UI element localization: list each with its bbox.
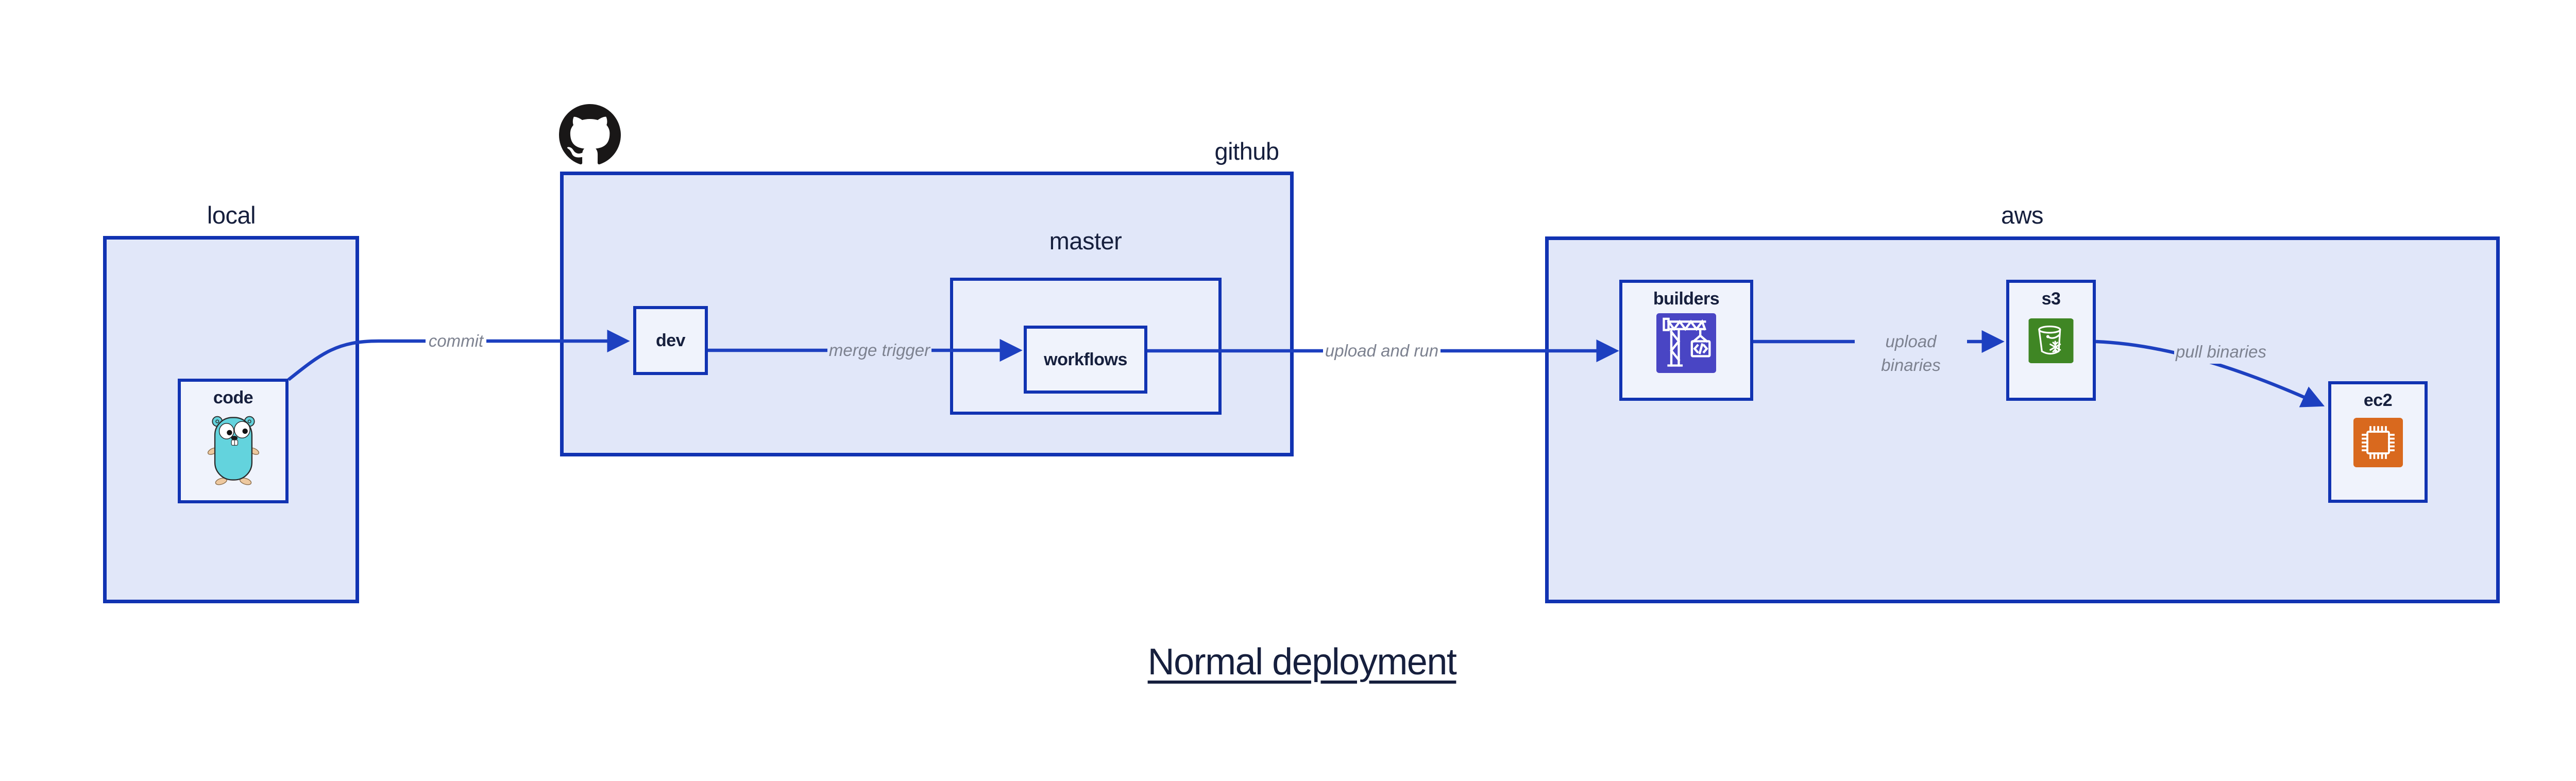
aws-group-label: aws bbox=[2001, 201, 2044, 229]
node-s3: s3 bbox=[2006, 280, 2096, 401]
edge-label-pull-binaries: pull binaries bbox=[2174, 340, 2268, 364]
edge-label-merge-trigger: merge trigger bbox=[827, 338, 931, 362]
local-group-label: local bbox=[207, 201, 256, 229]
ec2-chip-icon bbox=[2353, 418, 2403, 467]
diagram-title: Normal deployment bbox=[1147, 641, 1457, 683]
node-ec2-label: ec2 bbox=[2363, 390, 2393, 410]
node-code-label: code bbox=[213, 388, 253, 408]
s3-glacier-bucket-icon bbox=[2028, 318, 2074, 363]
node-builders-label: builders bbox=[1653, 289, 1720, 309]
node-builders: builders bbox=[1619, 280, 1753, 401]
master-group-label: master bbox=[1049, 227, 1122, 254]
node-s3-label: s3 bbox=[2041, 289, 2061, 309]
aws-codebuild-crane-icon bbox=[1656, 313, 1717, 373]
node-dev: dev bbox=[633, 306, 708, 375]
github-octocat-icon bbox=[559, 104, 621, 165]
node-workflows: workflows bbox=[1024, 326, 1147, 394]
github-group-label: github bbox=[1214, 138, 1279, 165]
edge-label-commit: commit bbox=[426, 329, 486, 353]
node-ec2: ec2 bbox=[2328, 381, 2428, 503]
node-dev-label: dev bbox=[655, 330, 686, 350]
node-code: code bbox=[178, 379, 289, 503]
go-gopher-icon bbox=[207, 412, 260, 485]
edge-label-upload-and-run: upload and run bbox=[1323, 339, 1440, 363]
node-workflows-label: workflows bbox=[1044, 349, 1127, 369]
edge-label-upload-binaries: upload binaries bbox=[1855, 330, 1967, 375]
